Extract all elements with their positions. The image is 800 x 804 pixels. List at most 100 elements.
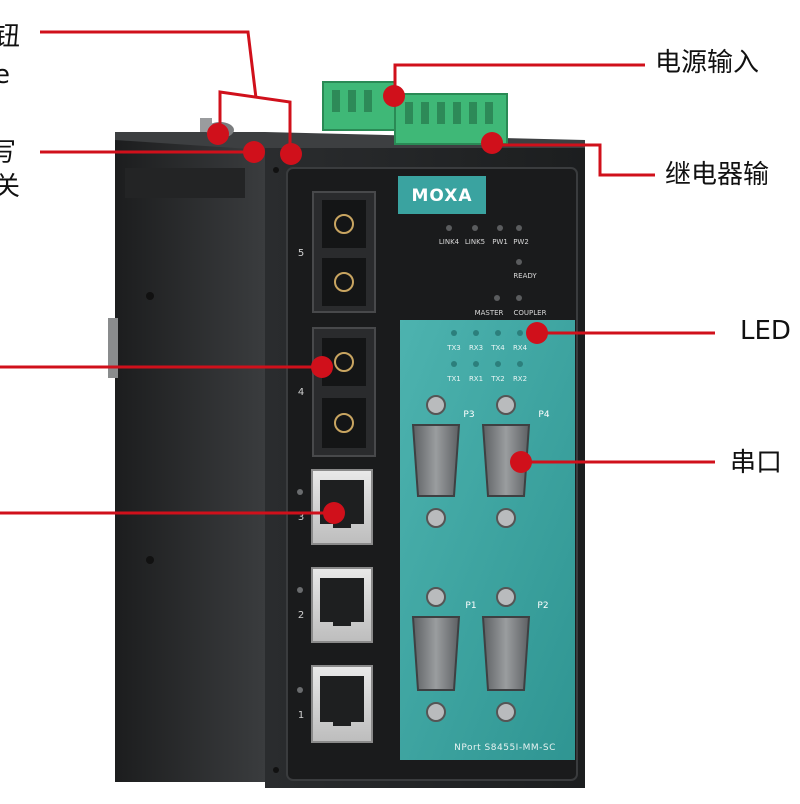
- led-label-tx4: TX4: [490, 344, 505, 352]
- eth-led: [297, 687, 303, 693]
- terminal-slot: [437, 102, 445, 124]
- serial-port-p4[interactable]: P4: [481, 395, 550, 528]
- db9-standoff: [426, 395, 446, 415]
- front-screw: [273, 167, 279, 173]
- rj45-latch: [333, 718, 351, 726]
- callout-line-knob: [40, 30, 258, 99]
- serial-port-p1[interactable]: P1: [411, 587, 477, 722]
- ethernet-port-2[interactable]: 2: [297, 567, 373, 643]
- callout-dot-switch-2: [280, 143, 302, 165]
- callout-line-power-input: [393, 63, 645, 95]
- db9-standoff: [496, 702, 516, 722]
- db9-standoff: [496, 395, 516, 415]
- side-vent: [125, 168, 245, 198]
- db9-standoff: [496, 508, 516, 528]
- fiber-sc-socket[interactable]: [322, 200, 366, 248]
- rj45-latch: [333, 618, 351, 626]
- led-tx2: [495, 361, 501, 367]
- side-screw: [146, 556, 154, 564]
- callout-dot-knob: [207, 123, 229, 145]
- model-number-label: NPort S8455I-MM-SC: [454, 743, 556, 753]
- device-top: [115, 132, 585, 150]
- led-ready: [516, 259, 522, 265]
- terminal-slot: [421, 102, 429, 124]
- serial-port-p2-label: P2: [537, 601, 548, 611]
- fiber-sc-socket[interactable]: [322, 258, 366, 306]
- led-label-tx3: TX3: [446, 344, 461, 352]
- led-label-rx4: RX4: [513, 344, 528, 352]
- led-pw1: [497, 225, 503, 231]
- led-link5: [472, 225, 478, 231]
- db9-shell[interactable]: [481, 424, 531, 497]
- led-rx3: [473, 330, 479, 336]
- callout-dot-serial: [510, 451, 532, 473]
- moxa-logo[interactable]: MOXA: [398, 176, 486, 214]
- led-pw2: [516, 225, 522, 231]
- callout-label-switch-1: 写: [0, 138, 17, 168]
- callout-dot-power-input: [383, 85, 405, 107]
- callout-label-knob-2: e: [0, 60, 10, 90]
- terminal-slot: [405, 102, 413, 124]
- callout-label-power-input: 电源输入: [655, 48, 760, 78]
- db9-standoff: [496, 587, 516, 607]
- fiber-port-4-label: 4: [298, 387, 304, 398]
- terminal-slot: [485, 102, 493, 124]
- rj45-socket[interactable]: [320, 578, 364, 622]
- terminal-slot: [332, 90, 340, 112]
- led-label-tx1: TX1: [446, 375, 461, 383]
- callout-label-switch-2: 关: [0, 172, 21, 202]
- fiber-ferrule: [334, 413, 354, 433]
- callout-label-led: LED: [740, 316, 791, 346]
- callout-dot-fiber: [311, 356, 333, 378]
- led-label-rx3: RX3: [469, 344, 483, 352]
- callout-label-knob: 钮: [0, 22, 21, 52]
- terminal-slot: [469, 102, 477, 124]
- serial-port-p4-label: P4: [538, 410, 549, 420]
- callout-label-serial: 串口: [730, 448, 783, 478]
- led-label-master: MASTER: [475, 309, 504, 317]
- serial-port-p2[interactable]: P2: [481, 587, 549, 722]
- fiber-port-5-label: 5: [298, 248, 304, 259]
- led-label-rx1: RX1: [469, 375, 483, 383]
- led-indicator-group: LINK4 LINK5 PW1 PW2 READY MASTER COUPLER…: [439, 225, 547, 383]
- led-master: [494, 295, 500, 301]
- ethernet-port-1-label: 1: [298, 710, 304, 721]
- serial-port-p3-label: P3: [463, 410, 474, 420]
- fiber-port-4[interactable]: 4: [298, 327, 376, 457]
- serial-port-p3[interactable]: P3: [411, 395, 475, 528]
- led-label-link4: LINK4: [439, 238, 460, 246]
- callout-dots: [207, 85, 548, 524]
- eth-led: [297, 587, 303, 593]
- callout-dot-led: [526, 322, 548, 344]
- fiber-ferrule: [334, 272, 354, 292]
- terminal-slot: [348, 90, 356, 112]
- ethernet-port-1[interactable]: 1: [297, 665, 373, 743]
- side-screw: [146, 292, 154, 300]
- logo-box: [398, 176, 486, 214]
- led-label-link5: LINK5: [465, 238, 485, 246]
- device-side-panel: [115, 132, 265, 782]
- din-rail-clip: [108, 318, 118, 378]
- led-label-pw2: PW2: [513, 238, 529, 246]
- ethernet-port-3-label: 3: [298, 512, 304, 523]
- fiber-port-5[interactable]: 5: [298, 191, 376, 313]
- eth-led: [297, 489, 303, 495]
- led-tx1: [451, 361, 457, 367]
- led-coupler: [516, 295, 522, 301]
- rj45-latch: [333, 520, 351, 528]
- led-link4: [446, 225, 452, 231]
- callout-line-relay: [493, 143, 655, 177]
- db9-shell[interactable]: [411, 616, 461, 691]
- serial-port-p1-label: P1: [465, 601, 476, 611]
- led-rx4: [517, 330, 523, 336]
- ethernet-port-2-label: 2: [298, 610, 304, 621]
- db9-shell[interactable]: [411, 424, 461, 497]
- callout-label-relay: 继电器输: [665, 160, 770, 190]
- led-rx2: [517, 361, 523, 367]
- rj45-socket[interactable]: [320, 676, 364, 722]
- front-screw: [273, 767, 279, 773]
- terminal-slot: [364, 90, 372, 112]
- db9-shell[interactable]: [481, 616, 531, 691]
- fiber-sc-socket[interactable]: [322, 398, 366, 448]
